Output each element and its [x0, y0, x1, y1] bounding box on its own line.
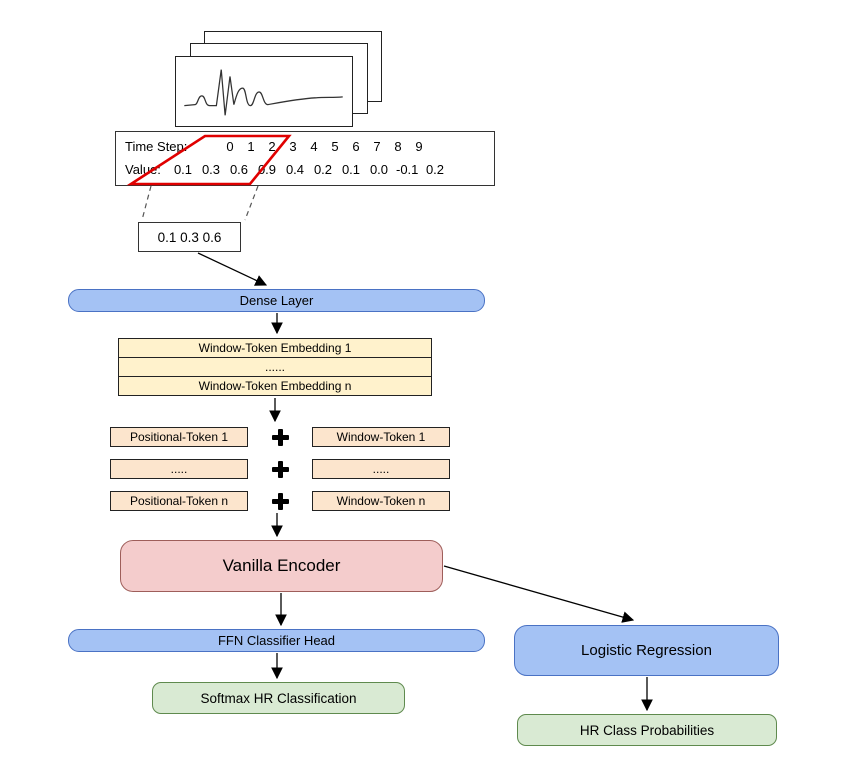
dense-layer-node: Dense Layer — [68, 289, 485, 312]
time-step-value: 8 — [394, 139, 402, 154]
series-value: 0.6 — [229, 162, 249, 177]
softmax-classification-node: Softmax HR Classification — [152, 682, 405, 714]
plus-wrap — [248, 460, 312, 478]
embedding-row: ...... — [118, 357, 432, 377]
series-value: 0.9 — [257, 162, 277, 177]
arrow-window-to-dense — [197, 252, 268, 286]
plus-wrap — [248, 492, 312, 510]
window-token-box: Window-Token 1 — [312, 427, 450, 447]
time-step-value: 7 — [373, 139, 381, 154]
token-row: ..... ..... — [110, 459, 450, 479]
vanilla-encoder-node: Vanilla Encoder — [120, 540, 443, 592]
time-step-value: 6 — [352, 139, 360, 154]
embedding-stack: Window-Token Embedding 1......Window-Tok… — [118, 338, 432, 396]
logistic-regression-node: Logistic Regression — [514, 625, 779, 676]
plus-icon — [271, 492, 289, 510]
dashed-line-right — [244, 185, 259, 221]
window-token-box: ..... — [312, 459, 450, 479]
time-step-label: Time Step: — [125, 139, 188, 154]
series-value: 0.4 — [285, 162, 305, 177]
signal-card-front — [175, 56, 353, 127]
time-step-value: 1 — [247, 139, 255, 154]
series-value: 0.3 — [201, 162, 221, 177]
hr-class-probabilities-node: HR Class Probabilities — [517, 714, 777, 746]
embedding-row: Window-Token Embedding n — [118, 376, 432, 396]
plus-icon — [271, 428, 289, 446]
ffn-classifier-head-node: FFN Classifier Head — [68, 629, 485, 652]
series-value: 0.1 — [341, 162, 361, 177]
series-value: 0.1 — [173, 162, 193, 177]
series-value: 0.2 — [313, 162, 333, 177]
series-value: -0.1 — [396, 162, 419, 177]
time-step-value: 5 — [331, 139, 339, 154]
value-label: Value: — [125, 162, 161, 177]
window-values-box: 0.1 0.3 0.6 — [138, 222, 241, 252]
time-step-value: 9 — [415, 139, 423, 154]
positional-token-box: ..... — [110, 459, 248, 479]
dashed-line-left — [141, 185, 152, 221]
token-rows: Positional-Token 1 Window-Token 1 ..... … — [110, 427, 450, 511]
window-token-box: Window-Token n — [312, 491, 450, 511]
embedding-row: Window-Token Embedding 1 — [118, 338, 432, 358]
series-values: 0.1 0.3 0.6 0.9 0.4 0.2 0.1 0.0 -0.1 0.2 — [172, 162, 452, 177]
positional-token-box: Positional-Token n — [110, 491, 248, 511]
series-value: 0.2 — [425, 162, 445, 177]
value-row: Value: 0.1 0.3 0.6 0.9 0.4 0.2 0.1 0.0 -0.1 0.2 — [116, 162, 494, 178]
time-step-value: 4 — [310, 139, 318, 154]
plus-icon — [271, 460, 289, 478]
plus-wrap — [248, 428, 312, 446]
token-row: Positional-Token 1 Window-Token 1 — [110, 427, 450, 447]
token-row: Positional-Token n Window-Token n — [110, 491, 450, 511]
arrow-encoder-to-logreg — [443, 565, 635, 623]
time-step-value: 2 — [268, 139, 276, 154]
time-step-value: 3 — [289, 139, 297, 154]
series-value: 0.0 — [369, 162, 389, 177]
time-step-value: 0 — [226, 139, 234, 154]
ecg-waveform — [184, 69, 343, 116]
positional-token-box: Positional-Token 1 — [110, 427, 248, 447]
